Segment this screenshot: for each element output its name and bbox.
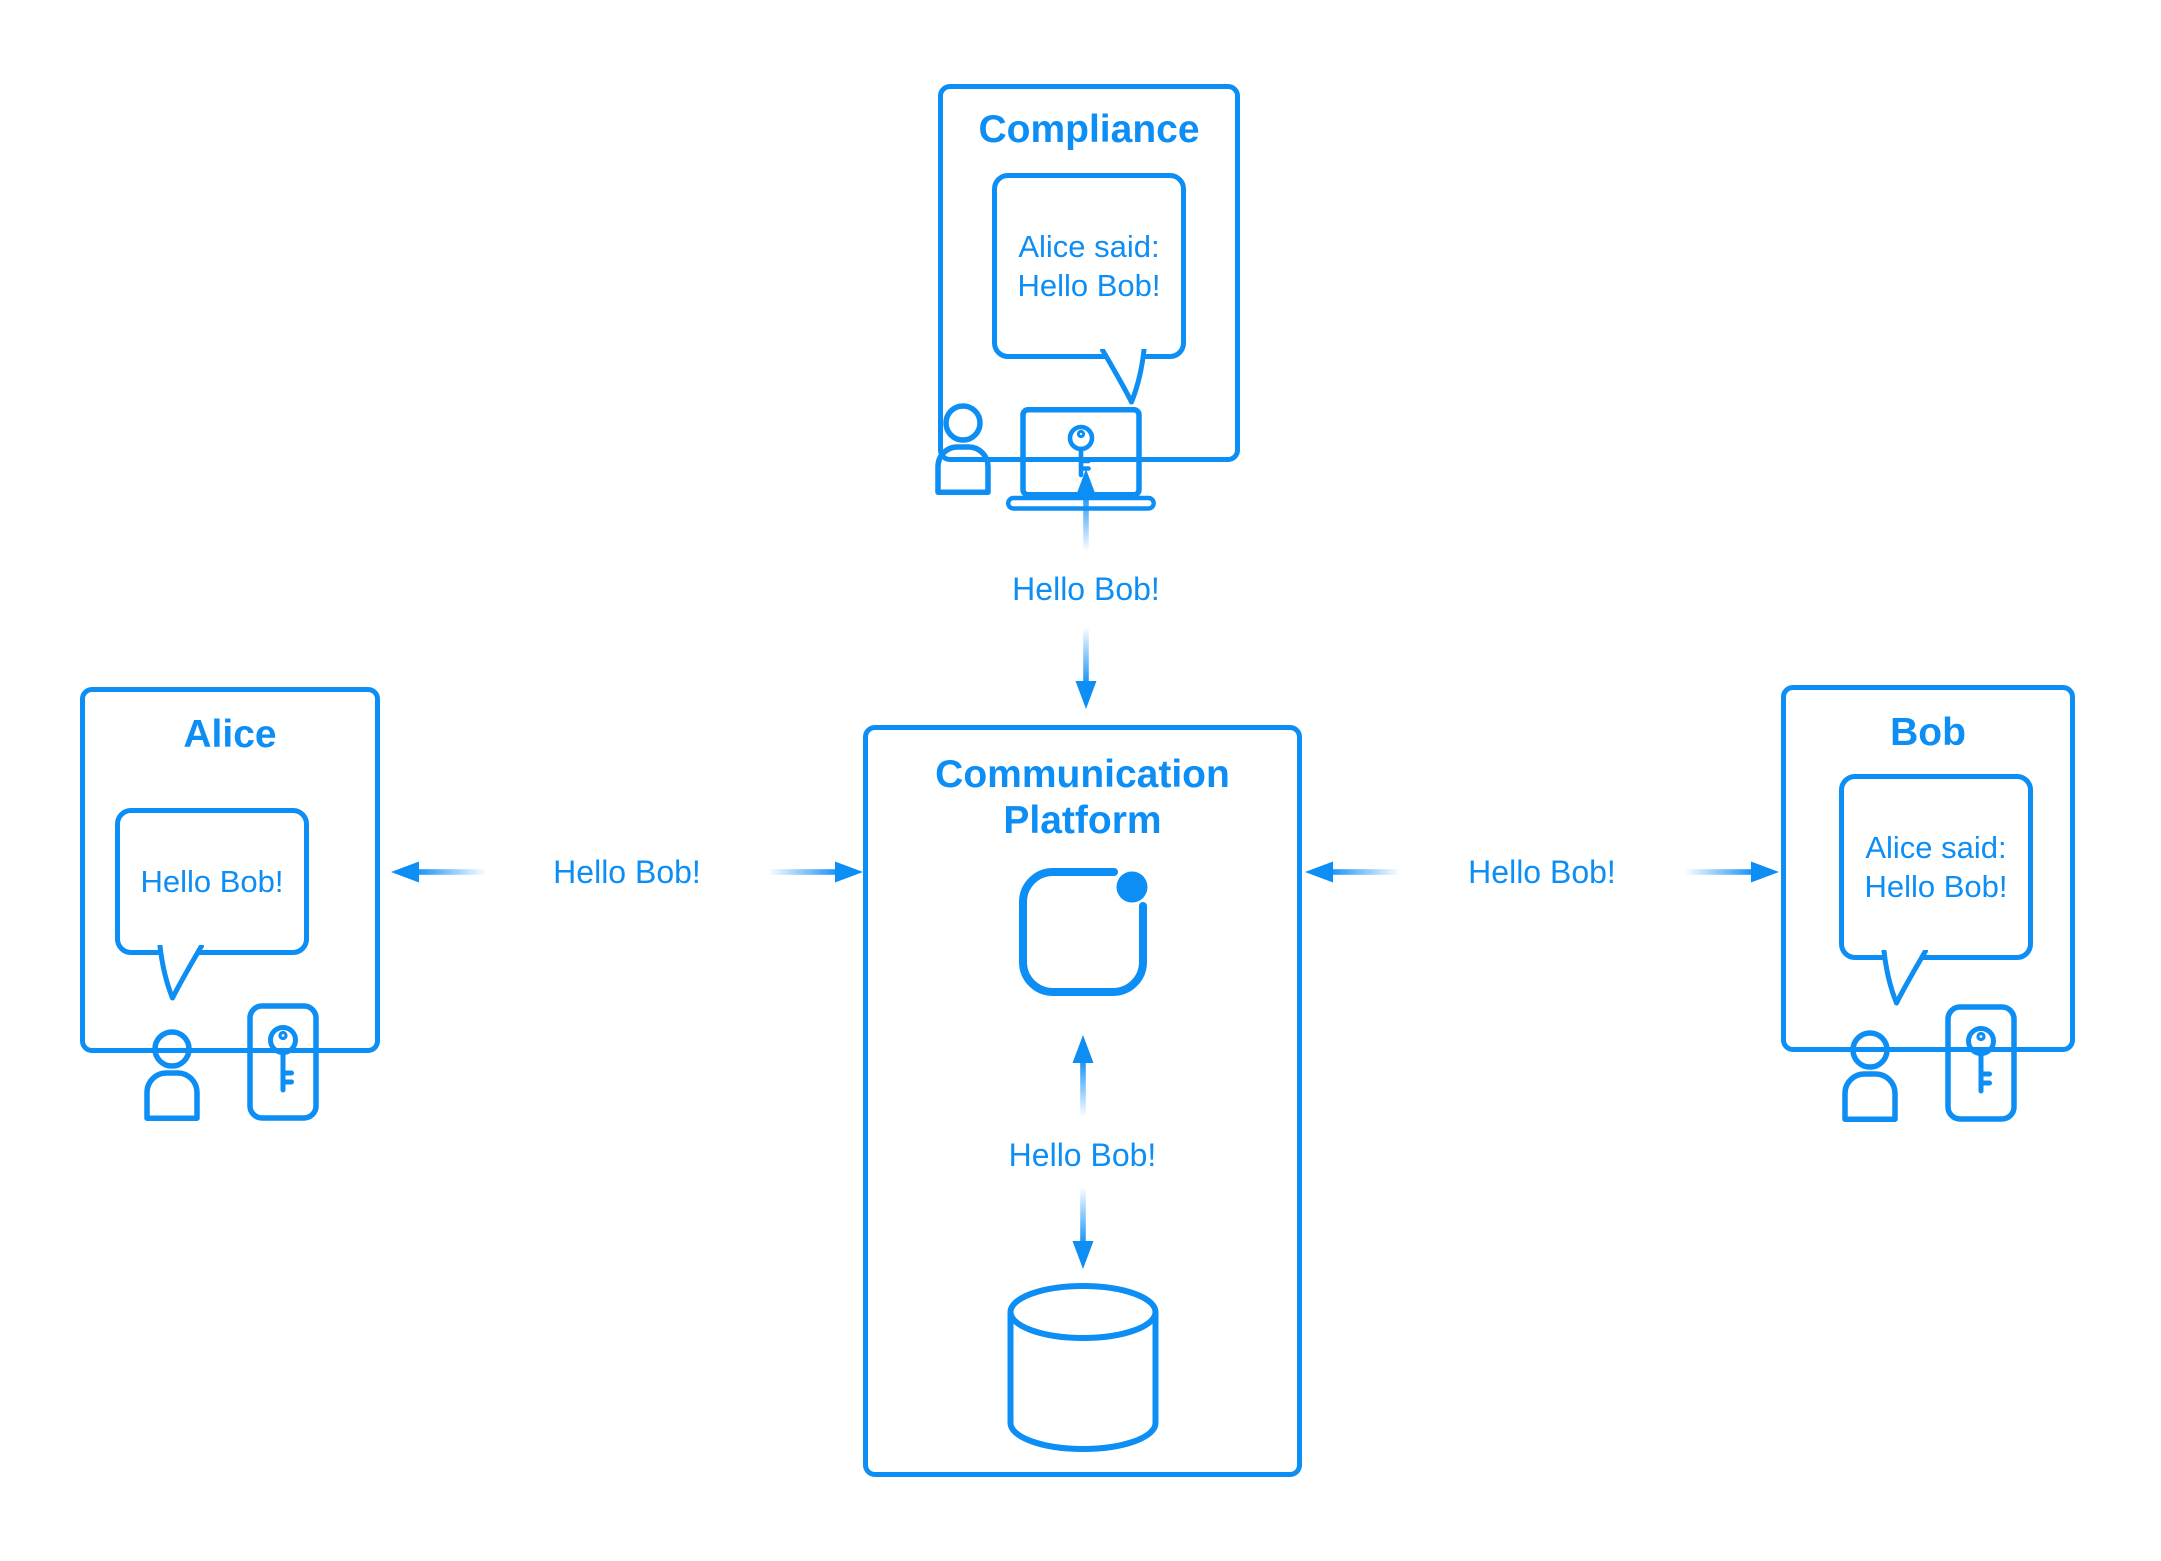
person-icon [1842, 1030, 1898, 1123]
speech-bubble: Alice said: Hello Bob! [1839, 774, 2033, 1006]
speech-bubble-tail-icon [1100, 349, 1147, 405]
connector-compliance-platform: Hello Bob! [988, 468, 1184, 710]
node-title: Bob [1890, 711, 1966, 754]
arrow-up-icon [1072, 1035, 1093, 1118]
person-icon [935, 403, 991, 496]
node-compliance: Compliance Alice said: Hello Bob! [935, 84, 1240, 511]
node-bob: Bob Alice said: Hello Bob! [1781, 685, 2075, 1123]
arrow-left-icon [391, 861, 486, 883]
node-title: Alice [183, 713, 277, 756]
phone-key-icon [1945, 1004, 2017, 1122]
arrow-down-icon [1075, 626, 1097, 709]
speech-bubble-tail-icon [1881, 950, 1929, 1006]
speech-bubble-text: Alice said: Hello Bob! [1864, 830, 2008, 905]
database-icon [1007, 1283, 1158, 1453]
speech-bubble-text: Alice said: Hello Bob! [1017, 229, 1161, 304]
node-communication-platform: Communication Platform Hello Bob! [863, 725, 1302, 1477]
notification-dot-icon [1116, 871, 1147, 903]
phone-key-icon [247, 1003, 319, 1121]
connector-label: Hello Bob! [1468, 853, 1616, 890]
node-title: Communication Platform [935, 753, 1230, 843]
connector-label: Hello Bob! [553, 853, 701, 890]
speech-bubble-tail-icon [157, 945, 205, 1001]
node-title: Compliance [978, 108, 1200, 151]
person-icon [144, 1029, 200, 1122]
speech-bubble-text: Hello Bob! [140, 864, 284, 900]
connector-label: Hello Bob! [1012, 570, 1160, 607]
bob-icons [1839, 1004, 2017, 1123]
connector-platform-bob: Hello Bob! [1304, 846, 1780, 898]
arrow-right-icon [768, 861, 863, 883]
compliance-icons [932, 399, 1156, 511]
arrow-right-icon [1684, 861, 1779, 883]
speech-bubble: Alice said: Hello Bob! [992, 173, 1186, 405]
arrow-up-icon [1075, 469, 1097, 551]
arrow-left-icon [1305, 861, 1400, 883]
node-alice: Alice Hello Bob! [80, 687, 380, 1122]
app-icon [1018, 868, 1147, 997]
connector-alice-platform: Hello Bob! [390, 846, 864, 898]
arrow-down-icon [1072, 1187, 1093, 1270]
connector-label: Hello Bob! [1008, 1137, 1157, 1174]
speech-bubble: Hello Bob! [115, 808, 309, 1001]
alice-icons [141, 1003, 319, 1122]
